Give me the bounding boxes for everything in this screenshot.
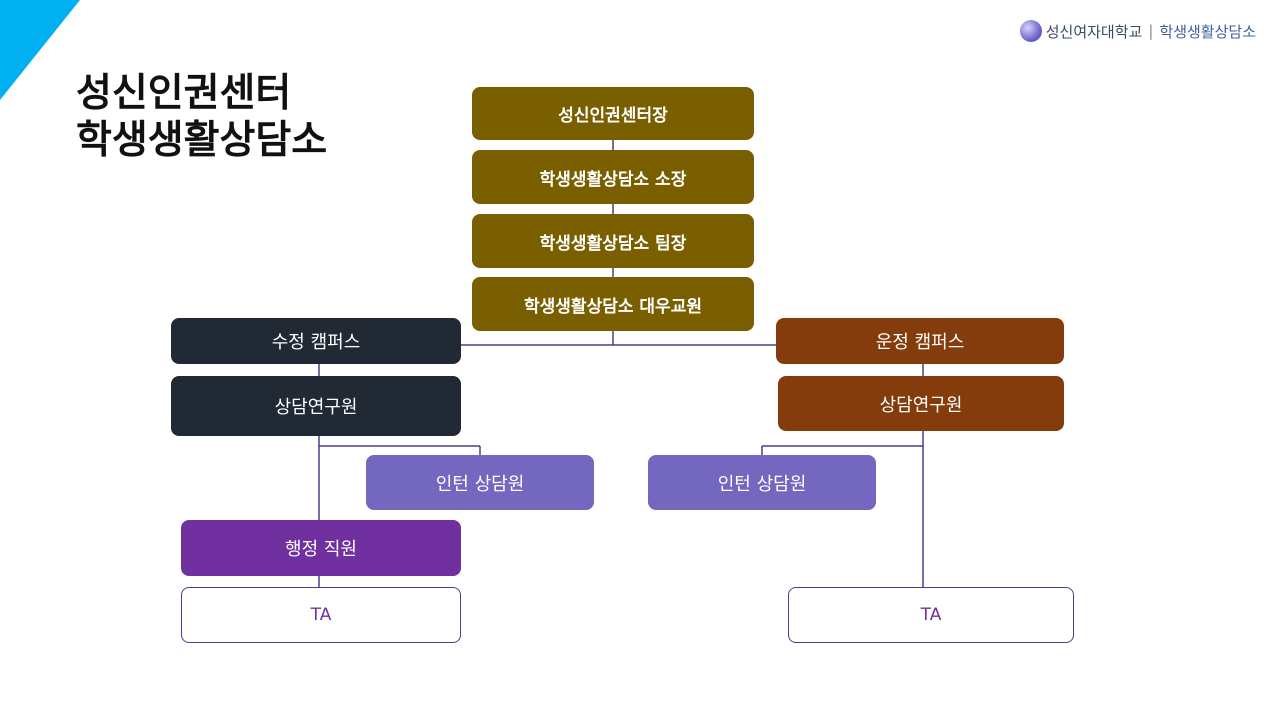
- node-sujeong-researcher-label: 상담연구원: [274, 397, 358, 418]
- node-unjeong-ta-label: TA: [920, 605, 942, 625]
- node-sujeong-ta: TA: [181, 587, 461, 643]
- node-liaison-professor-label: 학생생활상담소 대우교원: [524, 296, 702, 317]
- corner-accent: [0, 0, 80, 100]
- node-sujeong-campus: 수정 캠퍼스: [171, 318, 461, 364]
- node-unjeong-ta: TA: [788, 587, 1074, 643]
- university-emblem-icon: [1019, 20, 1042, 42]
- node-unjeong-intern-label: 인턴 상담원: [717, 473, 807, 495]
- node-head: 학생생활상담소 소장: [472, 150, 754, 204]
- node-sujeong-ta-label: TA: [310, 605, 332, 625]
- node-liaison-professor: 학생생활상담소 대우교원: [472, 277, 754, 331]
- page-title-line2: 학생생활상담소: [76, 118, 328, 163]
- node-sujeong-intern: 인턴 상담원: [366, 455, 594, 510]
- logo-university-name: 성신여자대학교: [1045, 22, 1143, 41]
- node-director-label: 성신인권센터장: [558, 106, 668, 126]
- node-unjeong-intern: 인턴 상담원: [648, 455, 876, 510]
- node-unjeong-researcher-label: 상담연구원: [879, 394, 963, 416]
- node-head-label: 학생생활상담소 소장: [539, 169, 687, 190]
- node-sujeong-researcher: 상담연구원: [171, 376, 461, 436]
- page-title-line1: 성신인권센터: [76, 71, 292, 116]
- node-director: 성신인권센터장: [472, 87, 754, 140]
- node-unjeong-researcher: 상담연구원: [778, 376, 1064, 431]
- node-team-leader: 학생생활상담소 팀장: [472, 214, 754, 268]
- node-unjeong-campus: 운정 캠퍼스: [776, 318, 1064, 364]
- node-admin-staff-label: 행정 직원: [285, 539, 357, 560]
- node-sujeong-intern-label: 인턴 상담원: [435, 473, 525, 495]
- logo-separator: |: [1148, 22, 1154, 40]
- node-admin-staff: 행정 직원: [181, 520, 461, 576]
- university-logo: 성신여자대학교 | 학생생활상담소: [1019, 20, 1256, 42]
- node-sujeong-campus-label: 수정 캠퍼스: [271, 332, 361, 353]
- node-unjeong-campus-label: 운정 캠퍼스: [875, 332, 965, 353]
- logo-department-name: 학생생활상담소: [1159, 22, 1256, 41]
- page-title: 성신인권센터 학생생활상담소: [76, 70, 327, 164]
- node-team-leader-label: 학생생활상담소 팀장: [539, 233, 687, 254]
